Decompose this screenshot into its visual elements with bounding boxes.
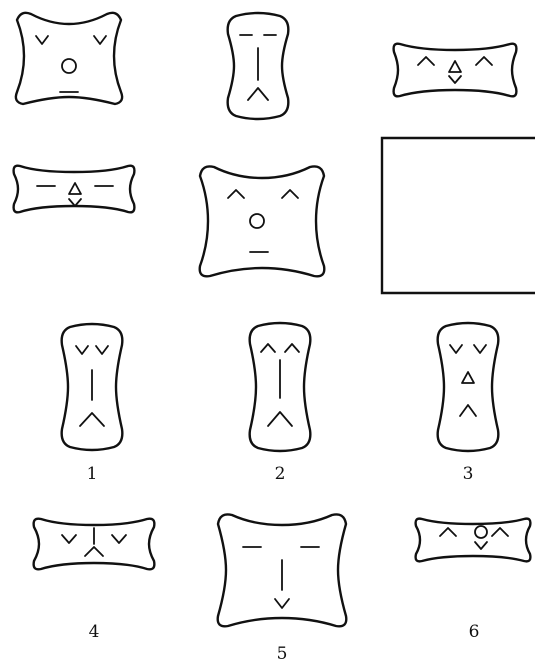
matrix-cell-r2c3-missing <box>382 138 535 293</box>
option-label-4: 4 <box>89 622 100 642</box>
option-2[interactable]: 2 <box>250 323 311 484</box>
option-6[interactable]: 6 <box>416 519 531 642</box>
matrix-cell-r1c2 <box>228 13 289 119</box>
option-label-3: 3 <box>463 464 474 484</box>
option-label-5: 5 <box>277 644 288 664</box>
face-outline-short-wide <box>394 44 517 97</box>
matrix-cell-r1c1 <box>16 13 122 104</box>
matrix-cell-r1c3 <box>394 44 517 97</box>
face-outline-wide-square <box>200 166 325 276</box>
option-1[interactable]: 1 <box>62 324 123 484</box>
option-label-6: 6 <box>469 622 480 642</box>
option-label-1: 1 <box>87 464 98 484</box>
matrix-cell-r2c1 <box>14 166 135 213</box>
option-3[interactable]: 3 <box>438 323 499 484</box>
option-4[interactable]: 4 <box>34 519 155 642</box>
matrix-cell-r2c2 <box>200 166 325 276</box>
option-5[interactable]: 5 <box>218 514 347 664</box>
missing-answer-box <box>382 138 535 293</box>
face-outline-short-wide <box>416 519 531 562</box>
option-label-2: 2 <box>275 464 286 484</box>
face-outline-tall <box>438 323 499 451</box>
